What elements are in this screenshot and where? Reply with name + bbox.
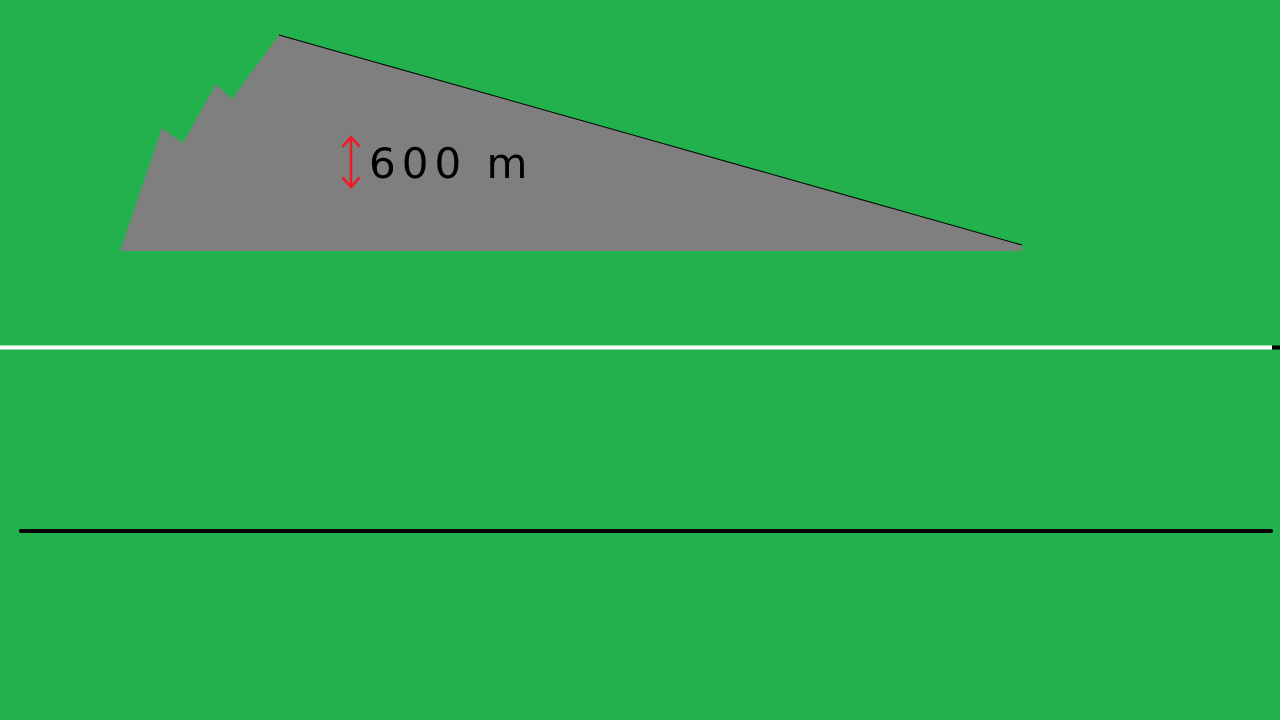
mountain-slope-edge — [278, 34, 1023, 246]
height-label: 600 m — [369, 139, 533, 188]
height-arrow-icon — [341, 135, 361, 189]
mountain-shape — [120, 35, 1022, 251]
